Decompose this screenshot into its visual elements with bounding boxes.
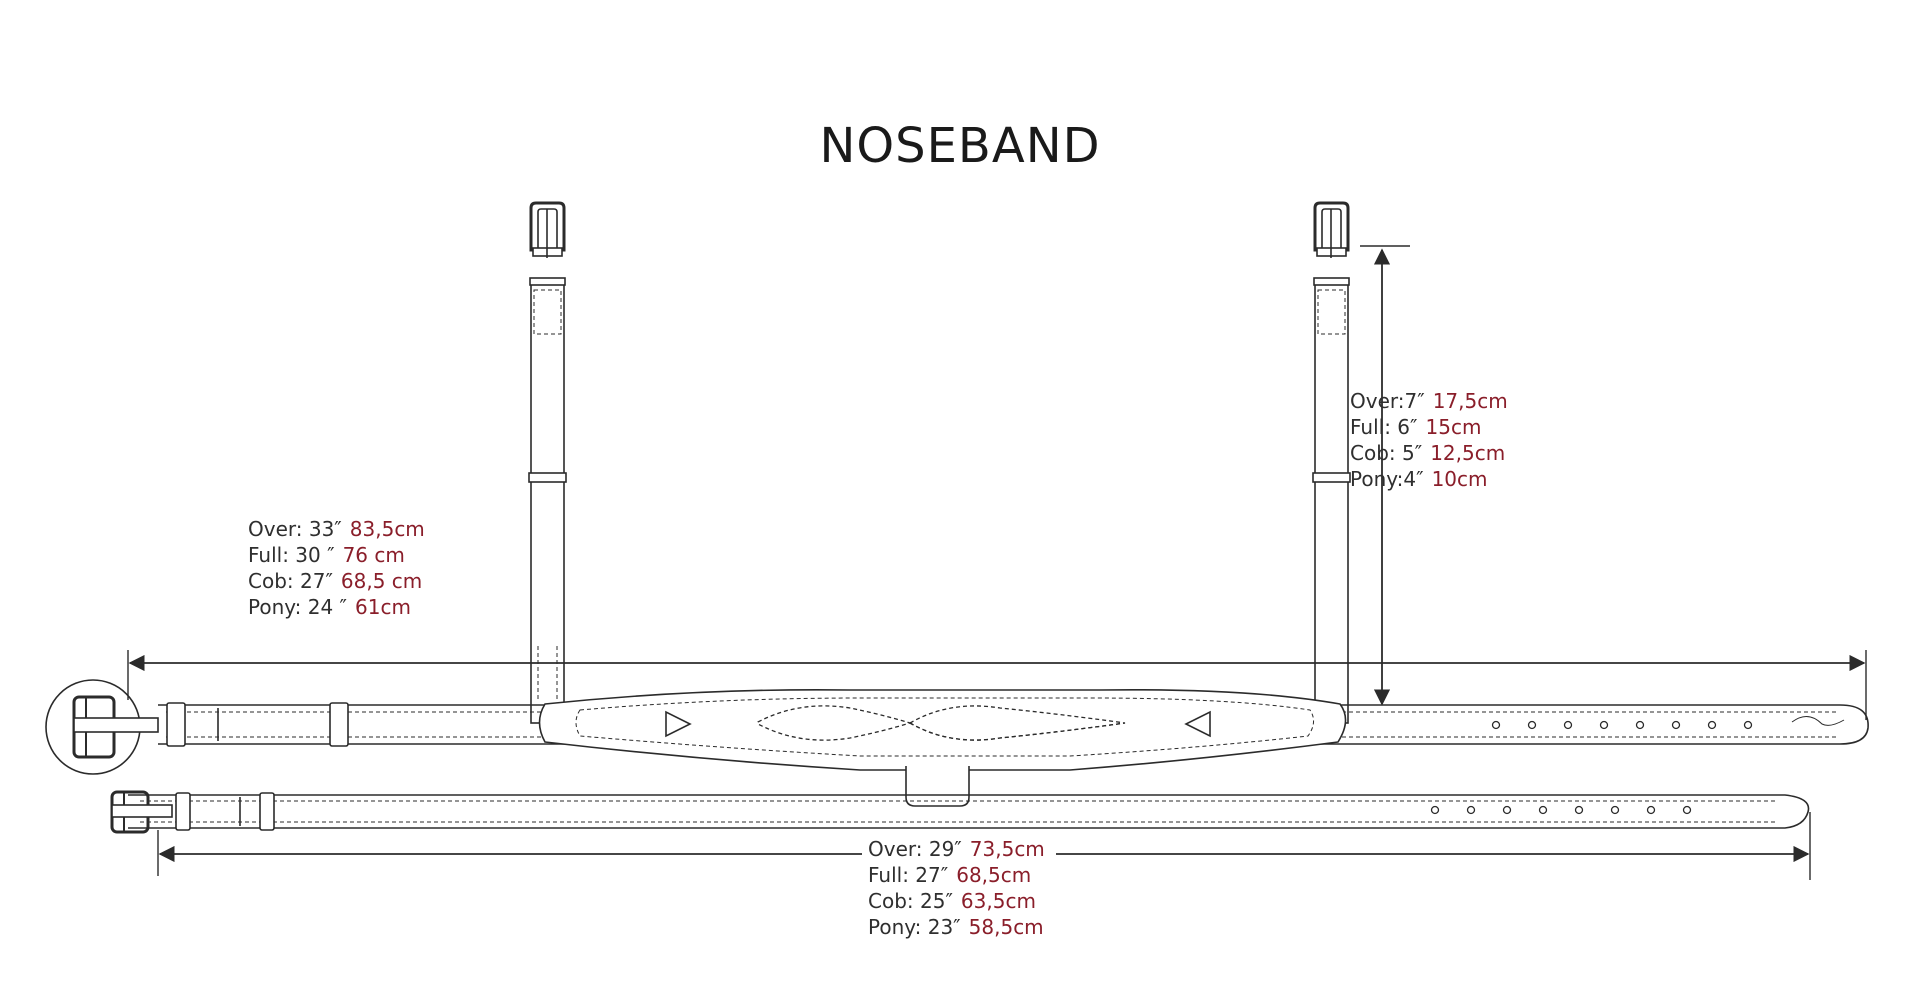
noseband-buckle-icon (45, 679, 159, 775)
flash-size-full: Full: 27″68,5cm (868, 863, 1032, 887)
flash-size-over: Over: 29″73,5cm (868, 837, 1045, 861)
cheek-size-pony: Pony:4″10cm (1350, 467, 1488, 491)
flash-holes (1430, 805, 1692, 815)
cheek-measurements: Over:7″17,5cm Full: 6″15cm Cob: 5″12,5cm… (1350, 388, 1508, 492)
cheek-size-full: Full: 6″15cm (1350, 415, 1482, 439)
crown-dimension-line (127, 650, 1867, 720)
flash-strap (128, 792, 1810, 831)
noseband-holes (1491, 720, 1753, 730)
flash-measurements: Over: 29″73,5cm Full: 27″68,5cm Cob: 25″… (868, 836, 1045, 940)
right-cheek-strap (1312, 277, 1351, 724)
flash-loop (905, 766, 970, 807)
cheek-size-over: Over:7″17,5cm (1350, 389, 1508, 413)
cheek-dimension-line (1360, 245, 1410, 706)
flash-size-cob: Cob: 25″63,5cm (868, 889, 1036, 913)
flash-buckle-icon (110, 790, 173, 834)
flash-size-pony: Pony: 23″58,5cm (868, 915, 1044, 939)
diagram-title: NOSEBAND (819, 118, 1101, 174)
left-cheek-buckle-icon (529, 201, 566, 258)
crown-size-full: Full: 30 ″76 cm (248, 543, 405, 567)
crown-measurements: Over: 33″83,5cm Full: 30 ″76 cm Cob: 27″… (248, 516, 425, 620)
padded-nose-piece (538, 688, 1347, 771)
right-cheek-buckle-icon (1313, 201, 1350, 258)
crown-size-over: Over: 33″83,5cm (248, 517, 425, 541)
crown-size-pony: Pony: 24 ″61cm (248, 595, 411, 619)
left-cheek-strap (528, 277, 567, 724)
crown-size-cob: Cob: 27″68,5 cm (248, 569, 423, 593)
cheek-size-cob: Cob: 5″12,5cm (1350, 441, 1506, 465)
flash-dimension-line (157, 812, 1811, 880)
